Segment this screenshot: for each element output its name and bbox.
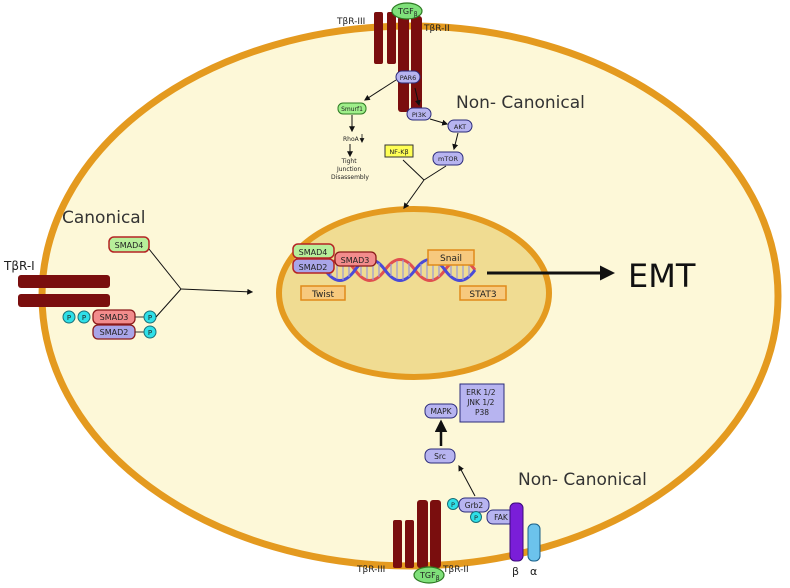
- pi3k-to-akt-arrow: [429, 118, 449, 126]
- tgf-bottom-label: TGFβ: [419, 571, 440, 582]
- phospho-4-label: P: [148, 329, 152, 337]
- mtor-label: mTOR: [438, 155, 458, 163]
- canonical-to-nucleus-arrow: [180, 288, 254, 295]
- phospho-1-label: P: [67, 314, 71, 322]
- smurf1-label: Smurf1: [341, 106, 363, 113]
- tbr-ii-bottom-label: TβR-II: [442, 565, 469, 575]
- bottom-receptors: [393, 500, 445, 584]
- tgf-ligand-top: [391, 2, 423, 20]
- integrin-beta: [509, 502, 524, 562]
- nfkb-converge-line: [402, 159, 425, 181]
- stat3-node: [459, 285, 507, 301]
- smad4-cyto-label: SMAD4: [115, 241, 144, 250]
- tgf-top-label: TGFβ: [397, 7, 418, 18]
- snail-label: Snail: [440, 254, 462, 264]
- nfkb-node: [384, 144, 414, 158]
- tgf-ligand-bottom: [413, 566, 445, 584]
- fak-label: FAK: [494, 513, 509, 522]
- mapk-label: MAPK: [430, 407, 452, 416]
- smad4-cyto-node: [108, 236, 150, 253]
- mapk-targets-label: ERK 1/2 JNK 1/2 P38: [466, 388, 498, 417]
- phospho-1: [62, 310, 76, 324]
- non-canonical-bottom-label: Non- Canonical: [518, 470, 647, 490]
- phospho-3-label: P: [148, 314, 152, 322]
- pi3k-label: PI3K: [412, 111, 427, 119]
- smad2-cyto-label: SMAD2: [100, 328, 129, 337]
- smad4-nuc-node: [292, 243, 335, 259]
- mtor-node: [432, 151, 464, 166]
- receptor-to-pi3k-arrow: [414, 87, 421, 107]
- smurf1-node: [337, 102, 367, 115]
- akt-to-mtor-arrow: [452, 132, 459, 151]
- grb2-to-src-arrow: [458, 464, 476, 497]
- beta-label: β: [512, 565, 519, 578]
- smad4-nuc-label: SMAD4: [299, 248, 328, 257]
- converge-to-nucleus-arrow: [403, 179, 425, 209]
- smad3-nuc-label: SMAD3: [341, 256, 370, 265]
- grb2-label: Grb2: [465, 501, 484, 510]
- smad2-nuc-label: SMAD2: [299, 263, 328, 272]
- tbr-i-label: TβR-I: [3, 259, 35, 273]
- mtor-converge-line: [423, 165, 447, 181]
- akt-label: AKT: [454, 123, 466, 131]
- phospho-4: [143, 325, 157, 339]
- phospho-2-label: P: [82, 314, 86, 322]
- smad3-cyto-label: SMAD3: [100, 313, 129, 322]
- phospho-grb2-label: P: [451, 501, 455, 509]
- mapk-targets-box: [459, 383, 505, 423]
- src-node: [424, 448, 456, 464]
- alpha-label: α: [530, 565, 537, 578]
- snail-node: [427, 249, 475, 266]
- twist-node: [300, 285, 346, 301]
- par6-node: [395, 70, 421, 84]
- top-receptors: [374, 2, 423, 112]
- tbr-iii-top-label: TβR-III: [336, 17, 365, 27]
- par6-to-smurf1-arrow: [363, 79, 397, 101]
- twist-label: Twist: [311, 290, 335, 300]
- smad2-nuc-node: [292, 258, 335, 274]
- rhoa-label: RhoA: [343, 136, 360, 143]
- canonical-label: Canonical: [62, 208, 145, 228]
- src-label: Src: [434, 452, 446, 461]
- tbr-iii-bottom-label: TβR-III: [356, 565, 385, 575]
- smad-p-converge-line: [155, 288, 182, 318]
- tight-junction-label: Tight Junction Disassembly: [331, 158, 369, 181]
- pi3k-node: [406, 107, 432, 121]
- tbr-i-receptor: [18, 275, 110, 307]
- nucleus: [276, 206, 552, 380]
- emt-label: EMT: [628, 257, 696, 295]
- nfkb-label: NF-Kβ: [389, 148, 408, 156]
- stat3-label: STAT3: [469, 290, 496, 300]
- smad3-nuc-node: [334, 251, 377, 267]
- akt-node: [447, 119, 473, 133]
- tbr-ii-top-label: TβR-II: [423, 24, 450, 34]
- mapk-node: [424, 403, 458, 419]
- phospho-2: [77, 310, 91, 324]
- non-canonical-top-label: Non- Canonical: [456, 93, 585, 113]
- phospho-fak: [470, 511, 482, 523]
- par6-label: PAR6: [400, 74, 417, 82]
- phospho-fak-label: P: [474, 514, 478, 522]
- integrin-alpha: [527, 523, 541, 562]
- smad4-converge-line: [148, 248, 182, 290]
